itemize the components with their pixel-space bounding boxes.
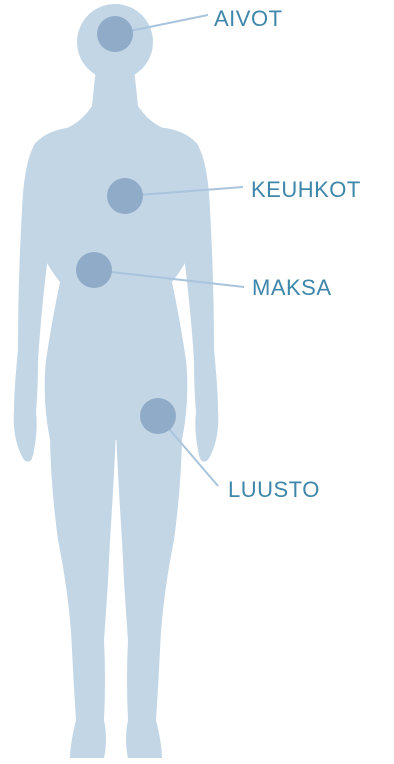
body-left-leg: [50, 430, 116, 758]
brain-marker: [97, 16, 133, 52]
lungs-marker: [107, 178, 143, 214]
body-torso: [27, 128, 205, 440]
body-neck: [62, 68, 168, 130]
body-right-leg: [116, 430, 182, 758]
liver-label: MAKSA: [252, 275, 332, 300]
brain-label: AIVOT: [214, 6, 283, 31]
bone-marker: [140, 398, 176, 434]
lungs-label: KEUHKOT: [251, 177, 361, 202]
liver-marker: [76, 252, 112, 288]
bone-label: LUUSTO: [228, 477, 320, 502]
body-silhouette: [14, 4, 219, 758]
